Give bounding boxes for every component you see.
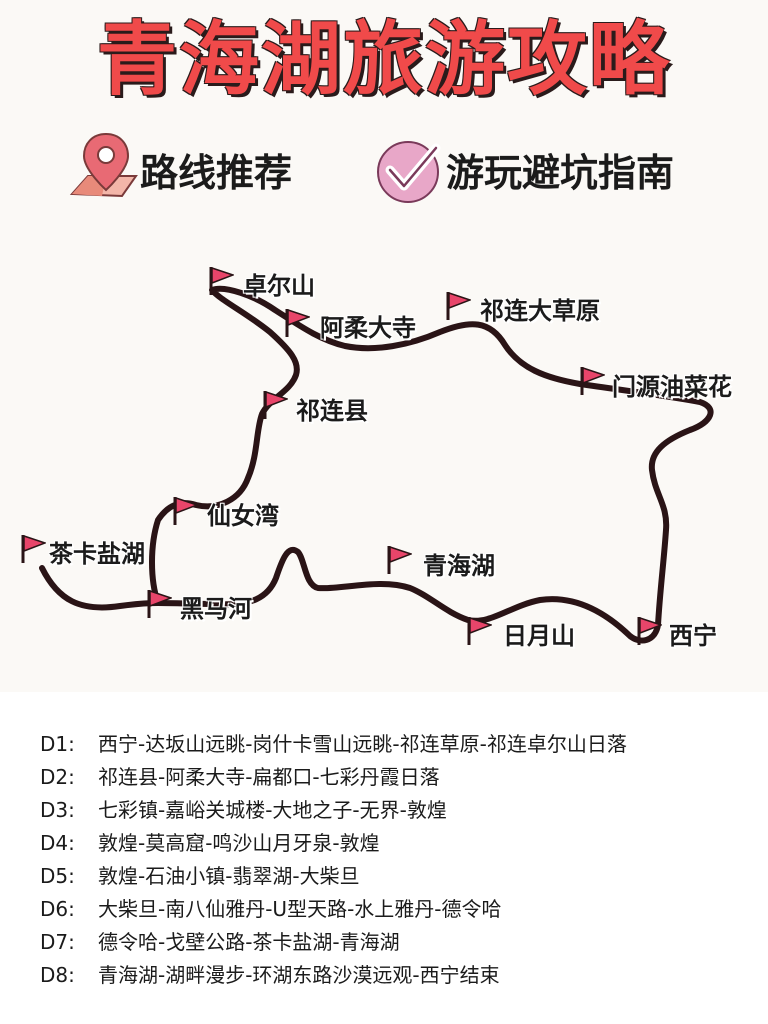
map-place-label: 门源油菜花 — [612, 373, 732, 401]
map-place-label: 青海湖 — [423, 552, 495, 580]
itinerary-row: D8: 青海湖-湖畔漫步-环湖东路沙漠远观-西宁结束 — [40, 959, 500, 988]
itinerary-row: D3: 七彩镇-嘉峪关城楼-大地之子-无界-敦煌 — [40, 794, 447, 823]
itinerary-row: D7: 德令哈-戈壁公路-茶卡盐湖-青海湖 — [40, 926, 400, 955]
itinerary-day: D4: — [40, 831, 75, 855]
itinerary-row: D1: 西宁-达坂山远眺-岗什卡雪山远眺-祁连草原-祁连卓尔山日落 — [40, 728, 627, 757]
itinerary-panel: D1: 西宁-达坂山远眺-岗什卡雪山远眺-祁连草原-祁连卓尔山日落 D2: 祁连县-… — [0, 692, 768, 1024]
flag-icon — [284, 308, 312, 338]
itinerary-day: D2: — [40, 765, 75, 789]
flag-icon — [579, 366, 607, 396]
flag-icon — [386, 545, 414, 575]
itinerary-route: 德令哈-戈壁公路-茶卡盐湖-青海湖 — [98, 930, 400, 954]
map-place-label: 仙女湾 — [207, 502, 279, 530]
map-place-label: 茶卡盐湖 — [49, 540, 145, 568]
map-place-label: 祁连县 — [296, 397, 368, 425]
page-title: 青海湖旅游攻略 — [97, 13, 671, 106]
itinerary-row: D5: 敦煌-石油小镇-翡翠湖-大柴旦 — [40, 860, 360, 889]
itinerary-route: 青海湖-湖畔漫步-环湖东路沙漠远观-西宁结束 — [98, 963, 500, 987]
map-pin-icon — [66, 124, 146, 204]
flag-icon — [208, 266, 236, 296]
itinerary-day: D6: — [40, 897, 75, 921]
subtitle-route: 路线推荐 — [140, 151, 293, 195]
itinerary-day: D3: — [40, 798, 75, 822]
itinerary-route: 祁连县-阿柔大寺-扁都口-七彩丹霞日落 — [98, 765, 440, 789]
itinerary-day: D7: — [40, 930, 75, 954]
itinerary-row: D4: 敦煌-莫高窟-鸣沙山月牙泉-敦煌 — [40, 827, 380, 856]
itinerary-row: D2: 祁连县-阿柔大寺-扁都口-七彩丹霞日落 — [40, 761, 440, 790]
route-map — [39, 285, 714, 644]
flag-icon — [636, 616, 664, 646]
itinerary-route: 敦煌-石油小镇-翡翠湖-大柴旦 — [98, 864, 360, 888]
map-place-label: 日月山 — [503, 622, 575, 650]
itinerary-day: D5: — [40, 864, 75, 888]
itinerary-route: 西宁-达坂山远眺-岗什卡雪山远眺-祁连草原-祁连卓尔山日落 — [98, 732, 627, 756]
itinerary-day: D8: — [40, 963, 75, 987]
itinerary-day: D1: — [40, 732, 75, 756]
map-place-label: 西宁 — [669, 622, 717, 650]
flag-icon — [146, 589, 174, 619]
flag-icon — [20, 534, 48, 564]
itinerary-route: 敦煌-莫高窟-鸣沙山月牙泉-敦煌 — [98, 831, 380, 855]
map-place-label: 祁连大草原 — [480, 297, 600, 325]
flag-icon — [445, 291, 473, 321]
map-place-label: 卓尔山 — [243, 272, 315, 300]
map-place-label: 黑马河 — [180, 595, 252, 623]
flag-icon — [262, 390, 290, 420]
itinerary-route: 大柴旦-南八仙雅丹-U型天路-水上雅丹-德令哈 — [98, 897, 502, 921]
map-place-label: 阿柔大寺 — [320, 314, 416, 342]
checkmark-icon — [374, 136, 444, 206]
flag-icon — [466, 616, 494, 646]
flag-icon — [172, 496, 200, 526]
itinerary-row: D6: 大柴旦-南八仙雅丹-U型天路-水上雅丹-德令哈 — [40, 893, 502, 922]
route-line — [39, 285, 714, 644]
itinerary-route: 七彩镇-嘉峪关城楼-大地之子-无界-敦煌 — [98, 798, 447, 822]
subtitle-guide: 游玩避坑指南 — [446, 151, 675, 195]
